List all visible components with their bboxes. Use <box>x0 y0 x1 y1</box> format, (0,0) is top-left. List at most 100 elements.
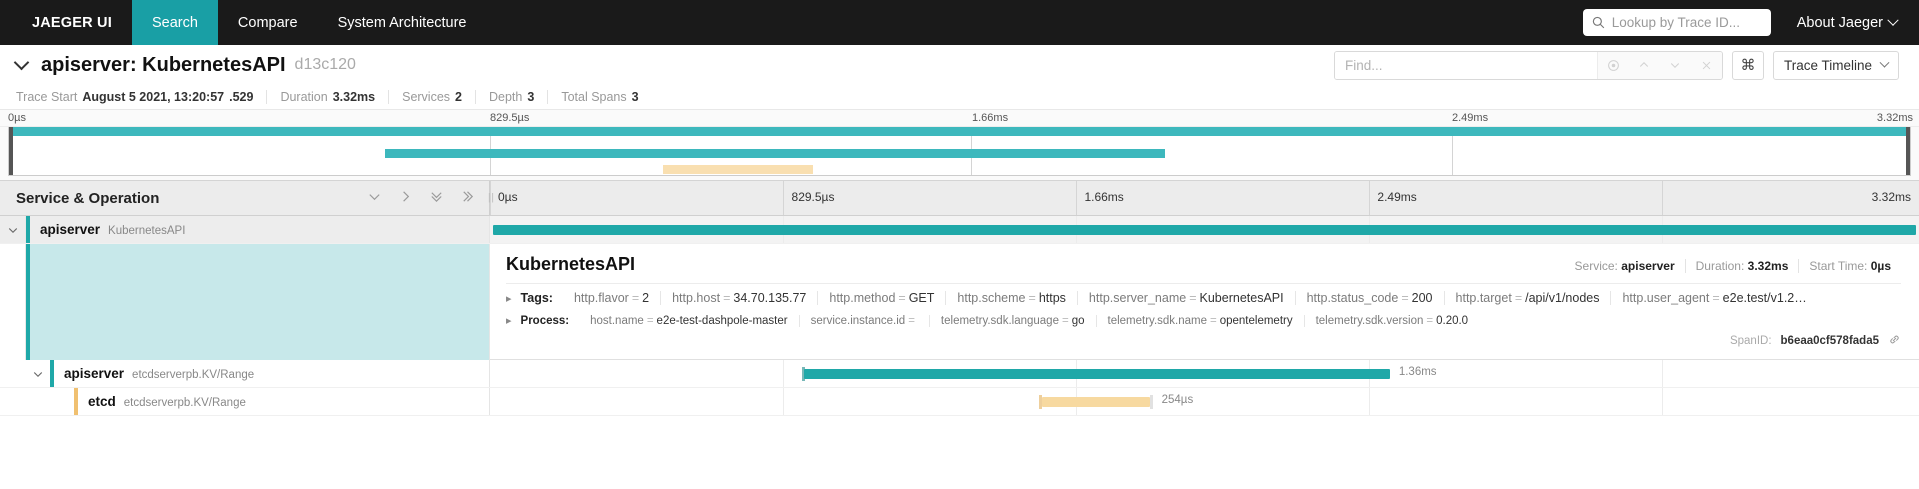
view-mode-select[interactable]: Trace Timeline <box>1772 50 1899 80</box>
meta-services: Services 2 <box>388 90 475 104</box>
tag-value: KubernetesAPI <box>1199 291 1284 305</box>
next-match-icon[interactable] <box>1660 52 1691 79</box>
timeline-gridline <box>1661 360 1663 387</box>
span-detail-service: Service: apiserver <box>1565 259 1685 273</box>
tag-chip[interactable]: http.host=34.70.135.77 <box>660 291 817 305</box>
search-icon <box>1592 16 1604 29</box>
find-group <box>1333 50 1723 80</box>
nav-item-system-architecture[interactable]: System Architecture <box>337 14 467 31</box>
equals-sign: = <box>1061 314 1069 327</box>
nav-item-compare[interactable]: Compare <box>237 14 298 31</box>
view-mode-label: Trace Timeline <box>1783 57 1872 73</box>
expand-all-icon[interactable] <box>460 189 475 208</box>
equals-sign: = <box>1712 291 1720 305</box>
timeline-gridline <box>782 388 784 415</box>
collapse-all-icon[interactable] <box>429 189 444 208</box>
tag-chip[interactable]: http.user_agent=e2e.test/v1.2… <box>1610 291 1817 305</box>
timeline-tick-2: 1.66ms <box>1084 190 1124 204</box>
tag-key: http.method <box>829 291 896 305</box>
span-id-label: SpanID: <box>1729 335 1772 347</box>
span-id-value: b6eaa0cf578fada5 <box>1780 335 1879 347</box>
tag-chip[interactable]: http.server_name=KubernetesAPI <box>1076 291 1295 305</box>
tag-key: http.scheme <box>957 291 1026 305</box>
minimap-tick-2: 1.66ms <box>972 112 1009 124</box>
span-detail-title: KubernetesAPI <box>506 254 636 274</box>
span-duration-bar[interactable] <box>804 369 1391 379</box>
minimap-tick-1: 829.5µs <box>490 112 530 124</box>
timeline-gridline <box>782 181 784 215</box>
span-expand-toggle[interactable] <box>0 216 26 243</box>
span-labels: apiserver KubernetesAPI <box>30 222 185 237</box>
span-expand-toggle[interactable] <box>50 388 74 415</box>
span-row-bar-cell[interactable]: 254µs <box>490 388 1919 415</box>
minimap-canvas[interactable] <box>8 127 1911 176</box>
tag-value: 2 <box>642 291 650 305</box>
minimap[interactable]: 0µs 829.5µs 1.66ms 2.49ms 3.32ms <box>0 109 1919 181</box>
timeline-gridline <box>1075 181 1077 215</box>
link-icon[interactable] <box>1888 333 1901 349</box>
focus-match-icon[interactable] <box>1598 52 1629 79</box>
tag-value: 34.70.135.77 <box>733 291 807 305</box>
tag-chip[interactable]: http.method=GET <box>817 291 945 305</box>
timeline-tick-1: 829.5µs <box>791 190 835 204</box>
tag-chip[interactable]: http.flavor=2 <box>563 291 660 305</box>
jaeger-ui-brand[interactable]: JAEGER UI <box>32 14 112 31</box>
table-row[interactable]: etcd etcdserverpb.KV/Range 254µs <box>0 388 1919 416</box>
span-detail-accent-bar <box>26 244 30 360</box>
keyboard-shortcuts-button[interactable]: ⌘ <box>1731 50 1764 80</box>
span-row-bar-cell[interactable]: 1.36ms <box>490 360 1919 387</box>
chevron-right-icon[interactable]: ▸ <box>506 292 512 305</box>
span-process-row[interactable]: ▸ Process: host.name=e2e-test-dashpole-m… <box>506 311 1901 333</box>
equals-sign: = <box>1210 314 1217 327</box>
span-indent-gutter <box>0 360 26 387</box>
process-chip[interactable]: telemetry.sdk.version=0.20.0 <box>1303 314 1480 327</box>
table-row[interactable]: apiserver KubernetesAPI <box>0 216 1919 244</box>
span-detail-duration: Duration: 3.32ms <box>1684 259 1799 273</box>
minimap-right-grip[interactable] <box>1906 127 1910 175</box>
span-row-bar-cell[interactable] <box>490 216 1919 243</box>
collapse-one-icon[interactable] <box>367 189 382 208</box>
trace-id-lookup[interactable]: Lookup by Trace ID... <box>1582 9 1771 36</box>
span-service-name: etcd <box>88 394 116 409</box>
span-tags-row[interactable]: ▸ Tags: http.flavor=2 http.host=34.70.13… <box>506 284 1901 311</box>
minimap-left-grip[interactable] <box>9 127 13 175</box>
minimap-ticks: 0µs 829.5µs 1.66ms 2.49ms 3.32ms <box>0 110 1919 127</box>
span-bar-start-cap <box>1038 395 1042 409</box>
process-chip[interactable]: telemetry.sdk.language=go <box>928 314 1096 327</box>
span-detail-duration-value: 3.32ms <box>1747 259 1789 273</box>
process-key: telemetry.sdk.language <box>940 314 1059 327</box>
process-value: e2e-test-dashpole-master <box>656 314 788 327</box>
page-title: apiserver: KubernetesAPI <box>41 53 286 76</box>
trace-header-controls: ⌘ Trace Timeline <box>1333 50 1899 80</box>
about-jaeger-menu[interactable]: About Jaeger <box>1797 14 1899 31</box>
chevron-right-icon[interactable]: ▸ <box>506 315 512 327</box>
collapse-trace-header-icon[interactable] <box>13 54 30 71</box>
span-detail-service-label: Service: <box>1574 259 1618 273</box>
span-duration-bar[interactable] <box>492 225 1917 235</box>
span-service-name: apiserver <box>64 366 125 381</box>
equals-sign: = <box>1401 291 1409 305</box>
span-indent-gutter <box>0 388 50 415</box>
span-row-label-cell[interactable]: apiserver etcdserverpb.KV/Range <box>0 360 490 387</box>
prev-match-icon[interactable] <box>1629 52 1660 79</box>
span-expand-toggle[interactable] <box>26 360 50 387</box>
tag-chip[interactable]: http.target=/api/v1/nodes <box>1443 291 1611 305</box>
span-row-label-cell[interactable]: apiserver KubernetesAPI <box>0 216 490 243</box>
table-row[interactable]: apiserver etcdserverpb.KV/Range 1.36ms <box>0 360 1919 388</box>
trace-header: apiserver: KubernetesAPI d13c120 ⌘ <box>0 45 1919 85</box>
meta-duration: Duration 3.32ms <box>266 90 388 104</box>
find-input[interactable] <box>1334 51 1597 79</box>
process-chip[interactable]: service.instance.id= <box>798 314 929 327</box>
process-chip[interactable]: telemetry.sdk.name=opentelemetry <box>1095 314 1304 327</box>
chevron-down-icon <box>1887 14 1899 26</box>
column-resize-handle[interactable]: | | <box>488 192 494 204</box>
span-duration-bar[interactable] <box>1041 397 1151 407</box>
tag-chip[interactable]: http.scheme=https <box>945 291 1077 305</box>
tag-chip[interactable]: http.status_code=200 <box>1294 291 1444 305</box>
process-chip[interactable]: host.name=e2e-test-dashpole-master <box>579 315 798 327</box>
expand-one-icon[interactable] <box>398 189 413 208</box>
clear-search-icon[interactable] <box>1691 52 1722 79</box>
nav-item-search[interactable]: Search <box>131 0 218 45</box>
span-detail-meta: Service: apiserver Duration: 3.32ms Star… <box>1565 259 1901 273</box>
span-row-label-cell[interactable]: etcd etcdserverpb.KV/Range <box>0 388 490 415</box>
